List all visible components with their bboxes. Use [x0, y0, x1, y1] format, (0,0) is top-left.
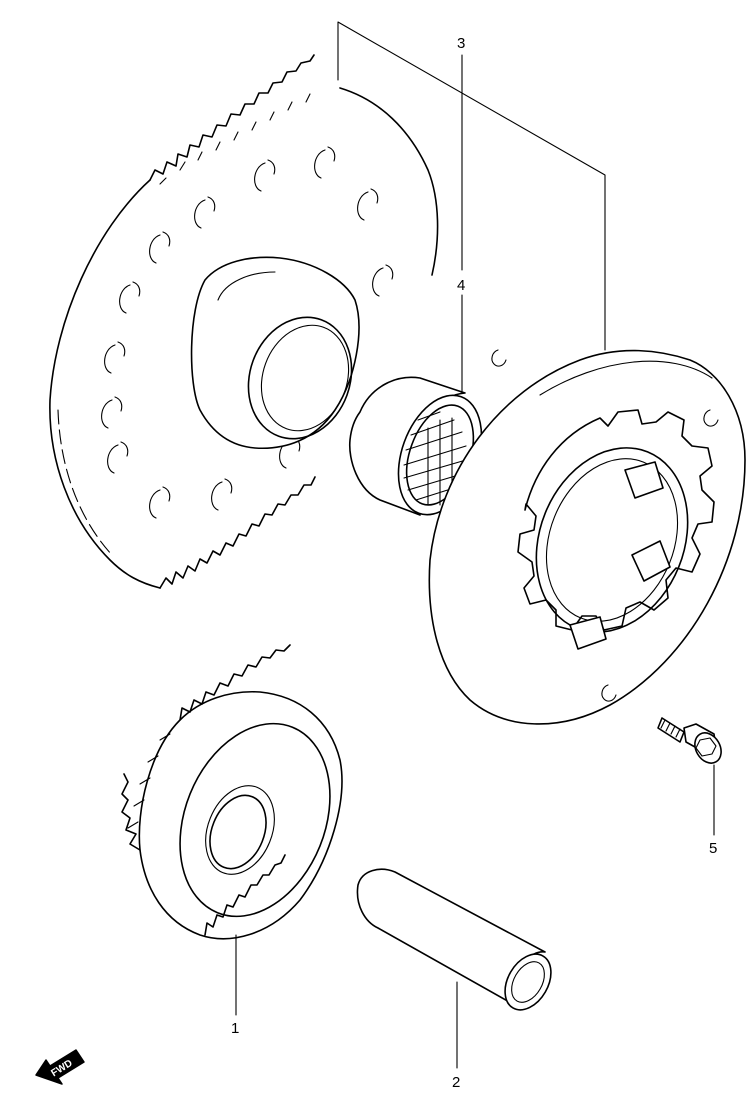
- bracket-part-3: [337, 21, 606, 351]
- starter-clutch: [428, 349, 746, 725]
- clutch-bolt: [657, 717, 722, 764]
- callout-5: 5: [709, 840, 717, 857]
- idle-gear-shaft: [356, 868, 552, 1011]
- forward-direction-badge: FWD: [35, 1049, 85, 1085]
- leader-lines: [235, 54, 715, 1069]
- starter-driven-gear: [49, 54, 439, 589]
- forward-arrow-icon: [35, 1049, 85, 1085]
- starter-idle-gear: [121, 644, 343, 940]
- callout-1: 1: [231, 1020, 239, 1037]
- callout-4: 4: [457, 277, 465, 294]
- callout-2: 2: [452, 1074, 460, 1091]
- callout-3: 3: [457, 35, 465, 52]
